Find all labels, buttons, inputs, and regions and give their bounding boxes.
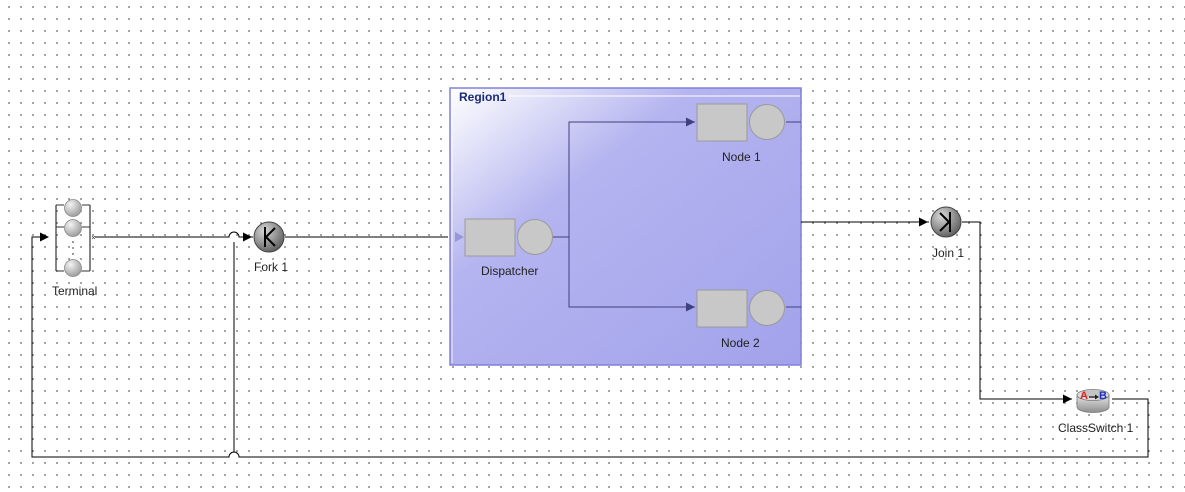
join-icon [939, 212, 951, 232]
dispatcher-label: Dispatcher [481, 264, 539, 278]
terminal-station[interactable] [55, 199, 96, 277]
classswitch-station[interactable] [1076, 389, 1110, 413]
join-label: Join 1 [932, 246, 965, 260]
arrow-right-icon [1089, 394, 1099, 400]
classswitch-a-letter: A [1080, 390, 1088, 402]
node-2-station[interactable] [696, 289, 785, 328]
region-links [553, 117, 801, 312]
link-dispatcher-node2 [568, 237, 695, 308]
arrowhead-fork [243, 232, 252, 242]
arrowhead-join [919, 217, 928, 227]
terminal-user-icon [64, 259, 82, 277]
arrowhead-node2 [686, 302, 695, 312]
classswitch-b-letter: B [1099, 390, 1107, 402]
link-classswitch-terminal [31, 236, 1149, 458]
main-links [31, 221, 1149, 458]
link-terminal-fork [95, 231, 253, 238]
terminal-user-icon [64, 219, 82, 237]
link-dispatcher-node1 [553, 121, 695, 238]
node-1-station[interactable] [696, 103, 785, 142]
region-title: Region1 [459, 90, 507, 104]
join-station[interactable] [930, 206, 962, 238]
fork-station[interactable] [253, 221, 285, 253]
arrowhead-dispatcher [455, 232, 464, 242]
classswitch-label: ClassSwitch 1 [1058, 421, 1134, 435]
arrowhead-node1 [686, 117, 695, 127]
link-join-classswitch [962, 221, 1072, 400]
arrowhead-terminal [40, 232, 49, 242]
arrowhead-classswitch [1063, 394, 1072, 404]
terminal-label: Terminal [52, 284, 98, 298]
fork-icon [264, 227, 276, 247]
fork-label: Fork 1 [254, 260, 289, 274]
terminal-user-icon [64, 199, 82, 217]
node-1-label: Node 1 [722, 150, 761, 164]
node-2-label: Node 2 [721, 336, 760, 350]
dispatcher-station[interactable] [464, 218, 553, 257]
